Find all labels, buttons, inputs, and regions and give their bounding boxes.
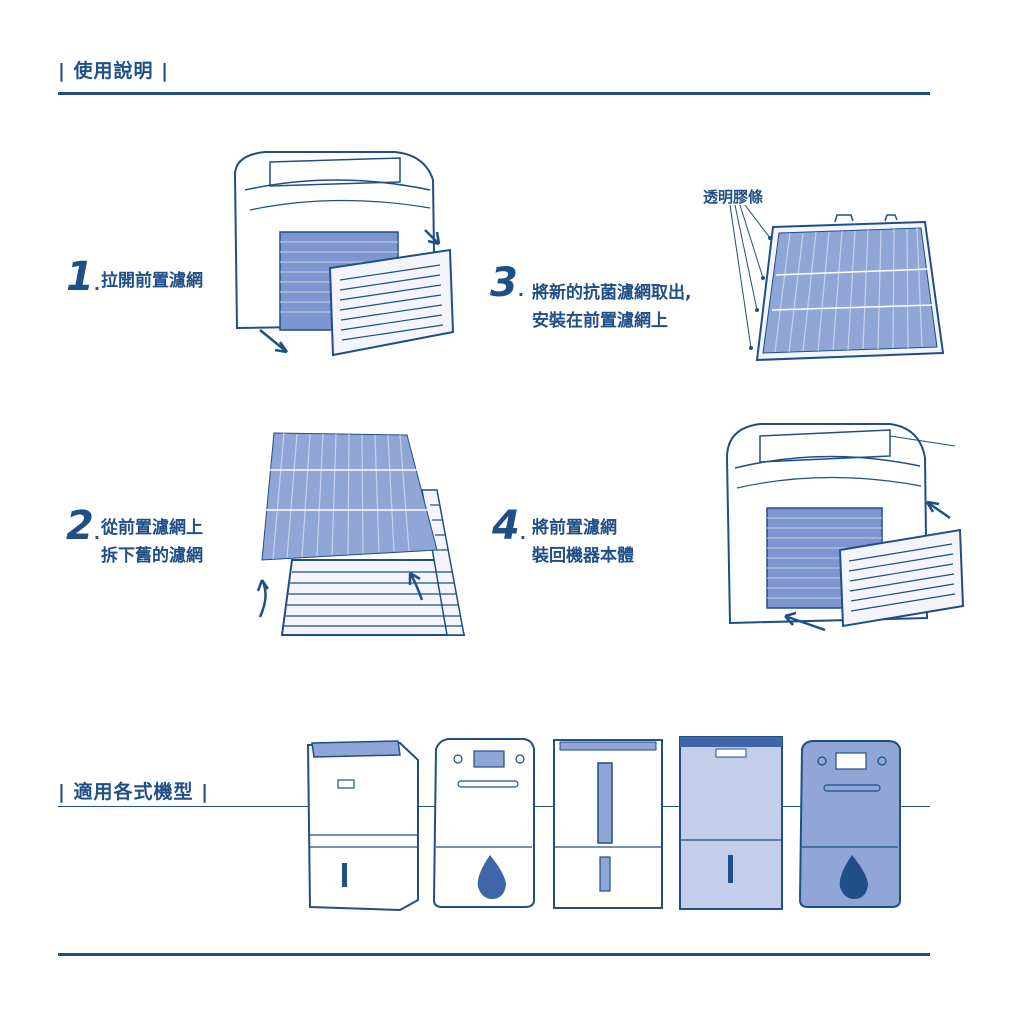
step-line: 裝回機器本體	[532, 546, 634, 566]
step-2-text: 從前置濾網上 拆下舊的濾網	[101, 514, 203, 570]
step-3-label: 3.	[490, 260, 524, 306]
step-line: 從前置濾網上	[101, 518, 203, 538]
step-1-label: 1.	[66, 254, 100, 300]
step-line: 將新的抗菌濾網取出,	[532, 283, 692, 303]
header-divider	[58, 92, 930, 95]
step-dot: .	[93, 524, 100, 543]
page-title: | 使用說明 |	[58, 60, 170, 82]
step-line: 拉開前置濾網	[101, 271, 203, 291]
model-4	[679, 736, 783, 910]
step-4-label: 4.	[492, 503, 526, 549]
step-1-illustration	[233, 151, 455, 357]
step-1-text: 拉開前置濾網	[101, 267, 203, 295]
step-3-illustration	[729, 204, 945, 362]
tape-label: 透明膠條	[703, 188, 764, 206]
step-line: 安裝在前置濾網上	[532, 311, 668, 331]
step-3-text: 將新的抗菌濾網取出, 安裝在前置濾網上	[532, 279, 691, 335]
model-2	[432, 738, 535, 908]
model-3	[553, 739, 663, 909]
step-number: 4	[492, 503, 520, 549]
step-number: 3	[490, 260, 518, 306]
step-line: 拆下舊的濾網	[101, 546, 203, 566]
step-dot: .	[517, 281, 524, 300]
step-dot: .	[93, 275, 100, 294]
step-line: 將前置濾網	[532, 518, 617, 538]
step-4-illustration	[725, 423, 965, 632]
step-4-text: 將前置濾網 裝回機器本體	[532, 514, 634, 570]
step-number: 2	[66, 503, 94, 549]
models-title: | 適用各式機型 |	[58, 781, 210, 803]
model-5	[798, 740, 901, 908]
step-2-illustration	[256, 432, 466, 636]
step-dot: .	[519, 524, 526, 543]
step-number: 1	[66, 254, 94, 300]
step-2-label: 2.	[66, 503, 100, 549]
compatible-models-illustration	[306, 736, 901, 912]
footer-divider	[58, 953, 930, 956]
model-1	[306, 740, 419, 912]
